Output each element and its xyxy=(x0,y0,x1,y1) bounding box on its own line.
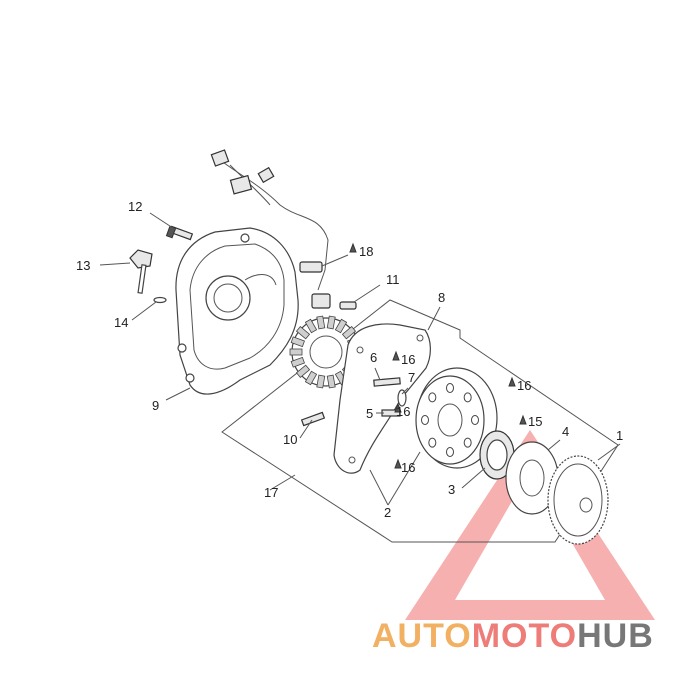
callout-16-c: 16 xyxy=(396,404,410,419)
crankcase-cover-9 xyxy=(175,227,299,395)
drop-marker-16d xyxy=(394,458,402,469)
callout-16-d: 16 xyxy=(401,460,415,475)
bolt-12 xyxy=(165,225,194,241)
starter-clutch-4 xyxy=(505,441,559,515)
drop-marker-16b xyxy=(508,376,516,387)
callout-16-a: 16 xyxy=(401,352,415,367)
bearing-3 xyxy=(479,430,515,480)
o-ring-14 xyxy=(153,296,167,304)
starter-gear-1 xyxy=(547,455,609,545)
callout-6: 6 xyxy=(370,350,377,365)
callout-8: 8 xyxy=(438,290,445,305)
callout-13: 13 xyxy=(76,258,90,273)
washer-7 xyxy=(397,389,407,407)
drop-marker-16c xyxy=(394,402,402,413)
watermark-part-hub: HUB xyxy=(577,617,654,655)
callout-4: 4 xyxy=(562,424,569,439)
drop-marker-18 xyxy=(349,242,357,253)
bolt-11 xyxy=(339,301,357,310)
callout-16-b: 16 xyxy=(517,378,531,393)
callout-17: 17 xyxy=(264,485,278,500)
callout-10: 10 xyxy=(283,432,297,447)
callout-1: 1 xyxy=(616,428,623,443)
callout-3: 3 xyxy=(448,482,455,497)
assembly-17-outline xyxy=(221,299,619,543)
bolt-6 xyxy=(373,377,401,387)
plate-8 xyxy=(333,323,431,474)
oil-plug-13 xyxy=(129,249,153,294)
callout-2: 2 xyxy=(384,505,391,520)
watermark-logo: AUTOMOTOHUB xyxy=(372,617,654,655)
callout-14: 14 xyxy=(114,315,128,330)
drop-marker-15 xyxy=(519,414,527,425)
watermark-part-moto: MOTO xyxy=(472,617,577,655)
callout-11: 11 xyxy=(386,272,400,287)
leader-lines xyxy=(99,212,621,506)
drop-marker-16a xyxy=(392,350,400,361)
callout-7: 7 xyxy=(408,370,415,385)
callout-18: 18 xyxy=(359,244,373,259)
watermark-triangle xyxy=(405,430,655,620)
bolt-10 xyxy=(300,411,326,427)
callout-12: 12 xyxy=(128,199,142,214)
watermark-part-auto: AUTO xyxy=(372,617,472,655)
callout-9: 9 xyxy=(152,398,159,413)
flywheel-rotor xyxy=(415,367,498,469)
callout-15: 15 xyxy=(528,414,542,429)
callout-5: 5 xyxy=(366,406,373,421)
wiring-harness xyxy=(210,149,329,291)
